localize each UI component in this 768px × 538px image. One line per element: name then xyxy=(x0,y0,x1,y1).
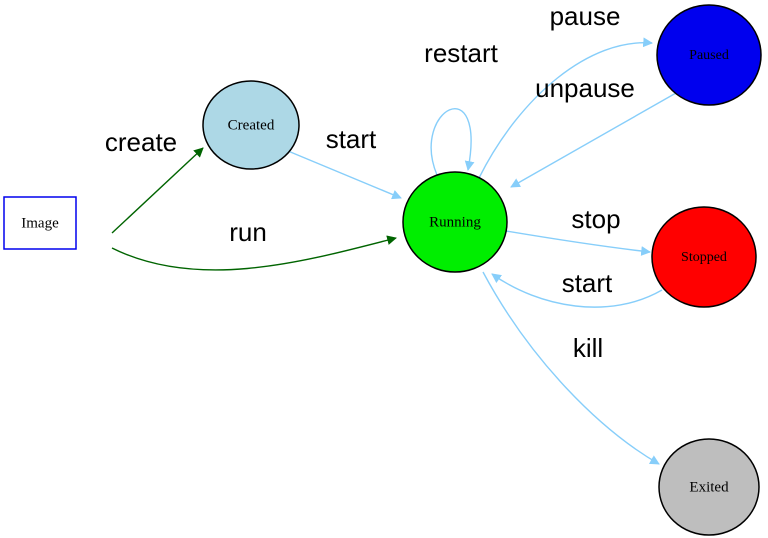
node-paused[interactable]: Paused xyxy=(656,4,762,106)
edge-start-stopped xyxy=(491,273,663,308)
edge-start-created xyxy=(287,150,402,200)
edge-label-run: run xyxy=(229,217,267,247)
edge-label-restart: restart xyxy=(424,38,498,68)
edge-label-kill: kill xyxy=(573,333,603,363)
node-shape-running xyxy=(402,171,508,273)
node-shape-stopped xyxy=(651,206,757,308)
node-stopped[interactable]: Stopped xyxy=(651,206,757,308)
node-label-paused: Paused xyxy=(689,48,729,63)
edge-create xyxy=(111,147,204,234)
edges-layer xyxy=(111,37,677,465)
node-label-image: Image xyxy=(21,215,59,231)
node-running[interactable]: Running xyxy=(402,171,508,273)
edge-label-stop: stop xyxy=(571,204,620,234)
edge-stop xyxy=(505,230,651,256)
edge-label-pause: pause xyxy=(550,1,621,31)
edge-labels-layer: create run start restart pause unpause stop sta… xyxy=(105,1,635,363)
edge-kill xyxy=(482,271,660,465)
edge-label-start-created: start xyxy=(326,124,377,154)
edge-restart xyxy=(430,108,475,176)
node-label-stopped: Stopped xyxy=(681,250,727,265)
node-exited[interactable]: Exited xyxy=(658,438,760,536)
edge-label-start-stopped: start xyxy=(562,268,613,298)
node-shape-created xyxy=(202,80,300,170)
node-created[interactable]: Created xyxy=(202,80,300,170)
edge-label-unpause: unpause xyxy=(535,73,635,103)
edge-run xyxy=(111,235,397,271)
edge-label-create: create xyxy=(105,127,177,157)
node-shape-paused xyxy=(656,4,762,106)
node-label-running: Running xyxy=(429,214,481,230)
node-shape-exited xyxy=(658,438,760,536)
edge-unpause xyxy=(510,92,677,188)
node-label-exited: Exited xyxy=(689,479,729,495)
edge-pause xyxy=(478,37,653,179)
node-shape-image xyxy=(3,196,77,250)
node-label-created: Created xyxy=(228,117,275,133)
node-image[interactable]: Image xyxy=(3,196,77,250)
